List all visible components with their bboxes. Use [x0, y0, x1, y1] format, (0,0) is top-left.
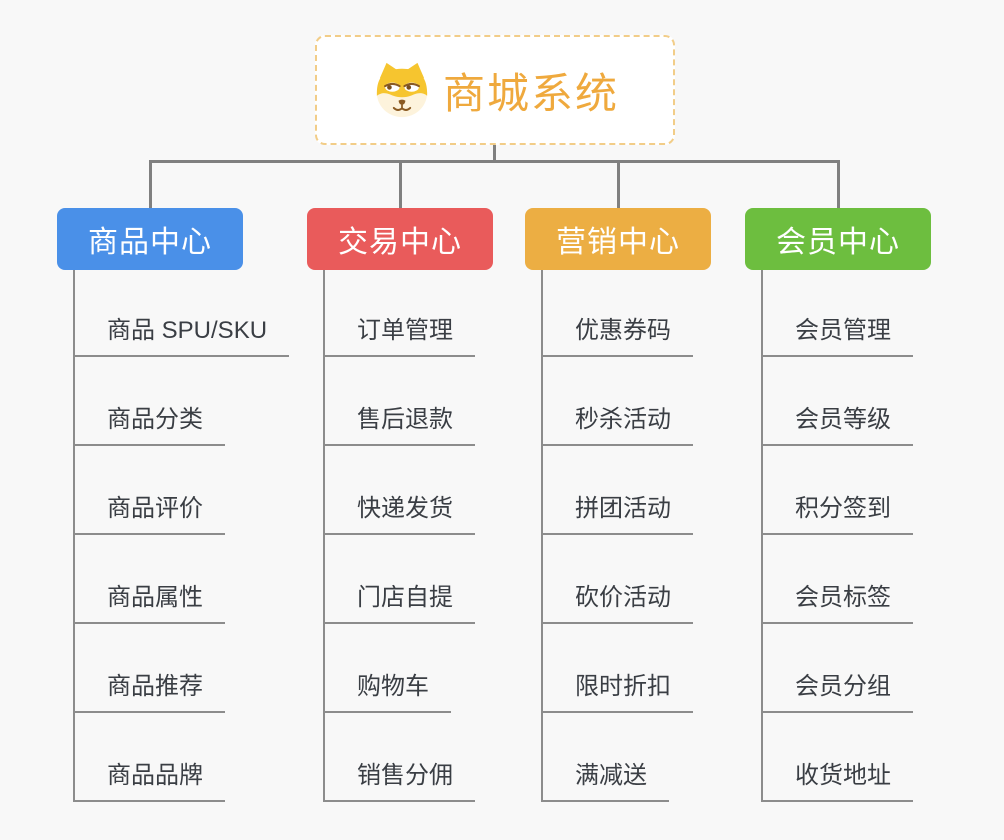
connector-branch-trunk: [761, 270, 763, 802]
connector-branch-trunk: [323, 270, 325, 802]
leaf-item[interactable]: 秒杀活动: [541, 404, 693, 446]
dog-face-icon: [376, 62, 428, 118]
leaf-item[interactable]: 限时折扣: [541, 671, 693, 713]
leaf-item[interactable]: 商品属性: [73, 582, 225, 624]
connector-branch-stub: [148, 160, 152, 208]
leaf-item[interactable]: 销售分佣: [323, 760, 475, 802]
leaf-item[interactable]: 拼团活动: [541, 493, 693, 535]
leaf-item[interactable]: 收货地址: [761, 760, 913, 802]
leaf-item[interactable]: 商品评价: [73, 493, 225, 535]
connector-branch-stub: [616, 160, 620, 208]
root-title: 商城系统: [442, 69, 619, 117]
leaf-item[interactable]: 会员等级: [761, 404, 913, 446]
leaf-item[interactable]: 满减送: [541, 760, 669, 802]
branch-header[interactable]: 商品中心: [57, 208, 243, 270]
leaf-item[interactable]: 会员分组: [761, 671, 913, 713]
branch-header[interactable]: 营销中心: [525, 208, 711, 270]
leaf-item[interactable]: 购物车: [323, 671, 451, 713]
connector-branch-stub: [836, 160, 840, 208]
connector-branch-trunk: [73, 270, 75, 802]
leaf-item[interactable]: 售后退款: [323, 404, 475, 446]
leaf-item[interactable]: 商品 SPU/SKU: [73, 315, 290, 357]
leaf-item[interactable]: 门店自提: [323, 582, 475, 624]
leaf-item[interactable]: 订单管理: [323, 315, 475, 357]
leaf-item[interactable]: 商品分类: [73, 404, 225, 446]
leaf-item[interactable]: 会员标签: [761, 582, 913, 624]
leaf-item[interactable]: 快递发货: [323, 493, 475, 535]
leaf-item[interactable]: 商品推荐: [73, 671, 225, 713]
leaf-item[interactable]: 会员管理: [761, 315, 913, 357]
leaf-item[interactable]: 砍价活动: [541, 582, 693, 624]
connector-root-stub: [493, 145, 496, 161]
root-node[interactable]: 商城系统: [315, 35, 675, 145]
leaf-item[interactable]: 优惠券码: [541, 315, 693, 357]
connector-branch-stub: [398, 160, 402, 208]
connector-horizontal-bus: [150, 160, 840, 163]
leaf-item[interactable]: 积分签到: [761, 493, 913, 535]
branch-header[interactable]: 会员中心: [745, 208, 931, 270]
connector-branch-trunk: [541, 270, 543, 802]
leaf-item[interactable]: 商品品牌: [73, 760, 225, 802]
branch-header[interactable]: 交易中心: [307, 208, 493, 270]
